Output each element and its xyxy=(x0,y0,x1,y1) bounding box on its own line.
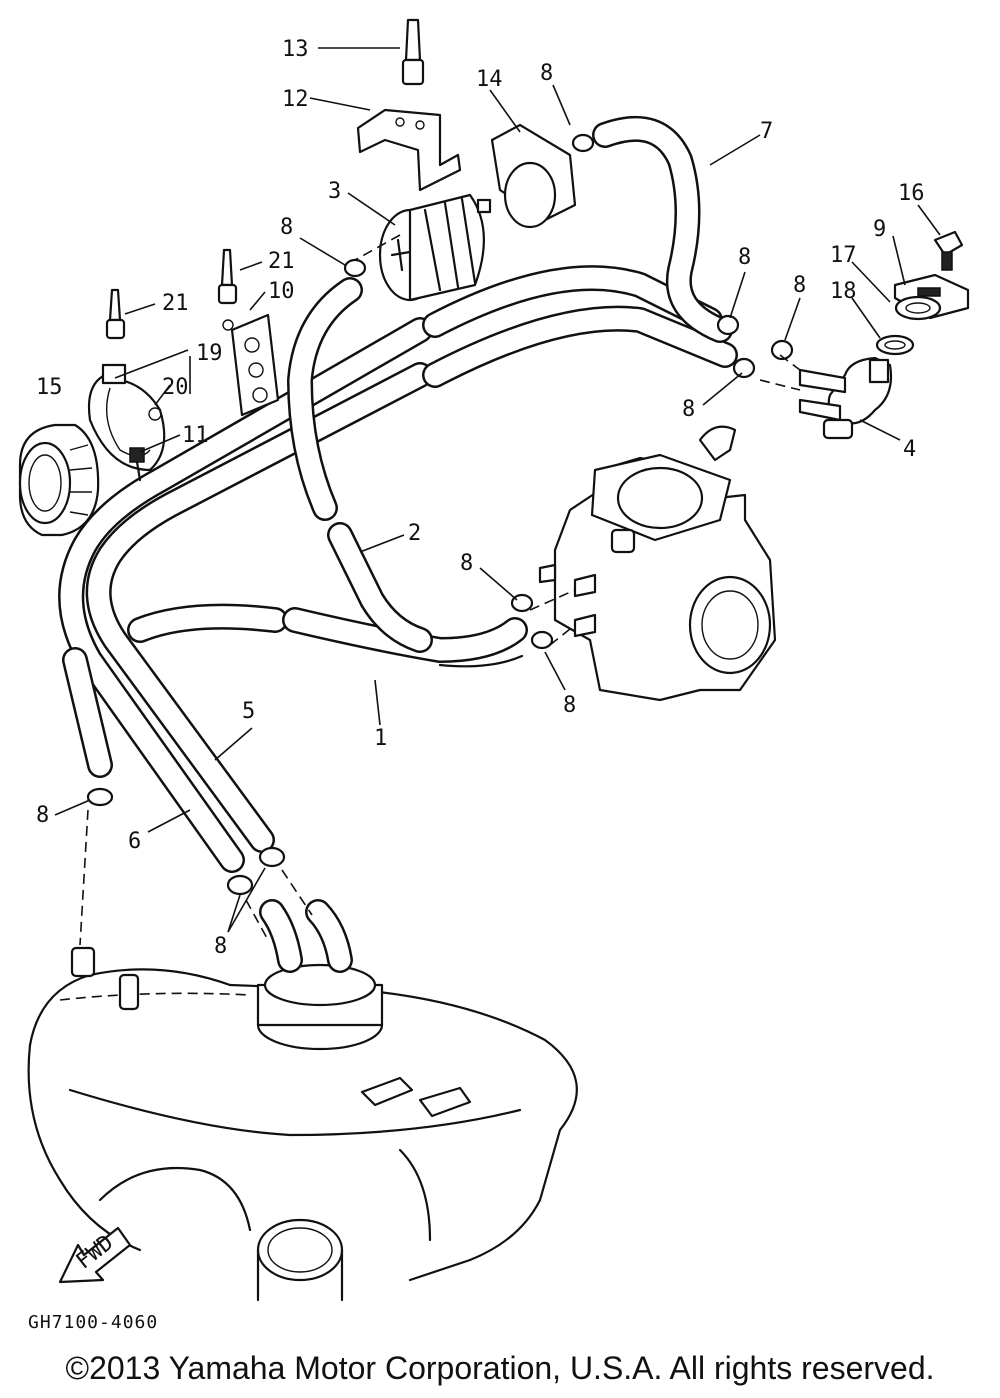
hose-2 xyxy=(287,277,433,653)
gasket xyxy=(894,295,942,321)
label-13: 13 xyxy=(282,37,309,62)
label-8-carb-a: 8 xyxy=(460,551,473,576)
label-14: 14 xyxy=(476,67,503,92)
strap-band xyxy=(87,363,166,482)
hose-1 xyxy=(127,603,528,668)
label-2: 2 xyxy=(408,521,421,546)
filter-bracket xyxy=(356,108,462,192)
label-8-cock-a: 8 xyxy=(738,245,751,270)
fuel-filter xyxy=(378,193,492,302)
carburetor xyxy=(538,425,777,702)
label-12: 12 xyxy=(282,87,309,112)
rubber-cap xyxy=(18,423,100,537)
forward-arrow-icon: FWD xyxy=(58,1226,132,1284)
filter-holder xyxy=(490,123,577,229)
label-19: 19 xyxy=(196,341,223,366)
fuel-system-exploded-diagram: FWD 13 12 3 xyxy=(18,18,970,1302)
bolt xyxy=(401,18,425,86)
o-ring xyxy=(875,334,915,356)
leader-lines xyxy=(54,47,941,933)
label-8-cock-c: 8 xyxy=(682,397,695,422)
label-8-carb-b: 8 xyxy=(563,693,576,718)
label-5: 5 xyxy=(242,699,255,724)
label-8-filter: 8 xyxy=(280,215,293,240)
hose-5-and-6 xyxy=(58,265,738,873)
label-6: 6 xyxy=(128,829,141,854)
callout-labels: 13 12 3 14 8 7 8 21 10 21 19 20 11 15 8 … xyxy=(36,37,925,959)
clip-clamps xyxy=(86,133,794,896)
label-8-top: 8 xyxy=(540,61,553,86)
screw xyxy=(933,230,964,271)
label-1: 1 xyxy=(374,726,387,751)
fuel-sender-unit xyxy=(256,899,384,1051)
fuel-cock xyxy=(798,356,893,440)
label-21-right: 21 xyxy=(268,249,295,274)
label-20: 20 xyxy=(162,375,189,400)
label-8-cock-b: 8 xyxy=(793,273,806,298)
label-8-vent: 8 xyxy=(36,803,49,828)
hose-7 xyxy=(592,115,733,343)
label-8-pump: 8 xyxy=(214,934,227,959)
label-4: 4 xyxy=(903,437,916,462)
label-10: 10 xyxy=(268,279,295,304)
label-3: 3 xyxy=(328,179,341,204)
assembly-lines xyxy=(79,234,801,946)
label-15: 15 xyxy=(36,375,63,400)
label-7: 7 xyxy=(760,119,773,144)
hose-clamp-block xyxy=(230,313,280,417)
copyright-notice: ©2013 Yamaha Motor Corporation, U.S.A. A… xyxy=(65,1350,935,1386)
label-21-left: 21 xyxy=(162,291,189,316)
label-9: 9 xyxy=(873,217,886,242)
label-11: 11 xyxy=(182,423,209,448)
label-17: 17 xyxy=(830,243,857,268)
fuel-tank xyxy=(27,946,578,1302)
pin-rivets xyxy=(105,248,238,340)
label-16: 16 xyxy=(898,181,925,206)
label-18: 18 xyxy=(830,279,857,304)
drawing-code: GH7100-4060 xyxy=(28,1312,159,1333)
